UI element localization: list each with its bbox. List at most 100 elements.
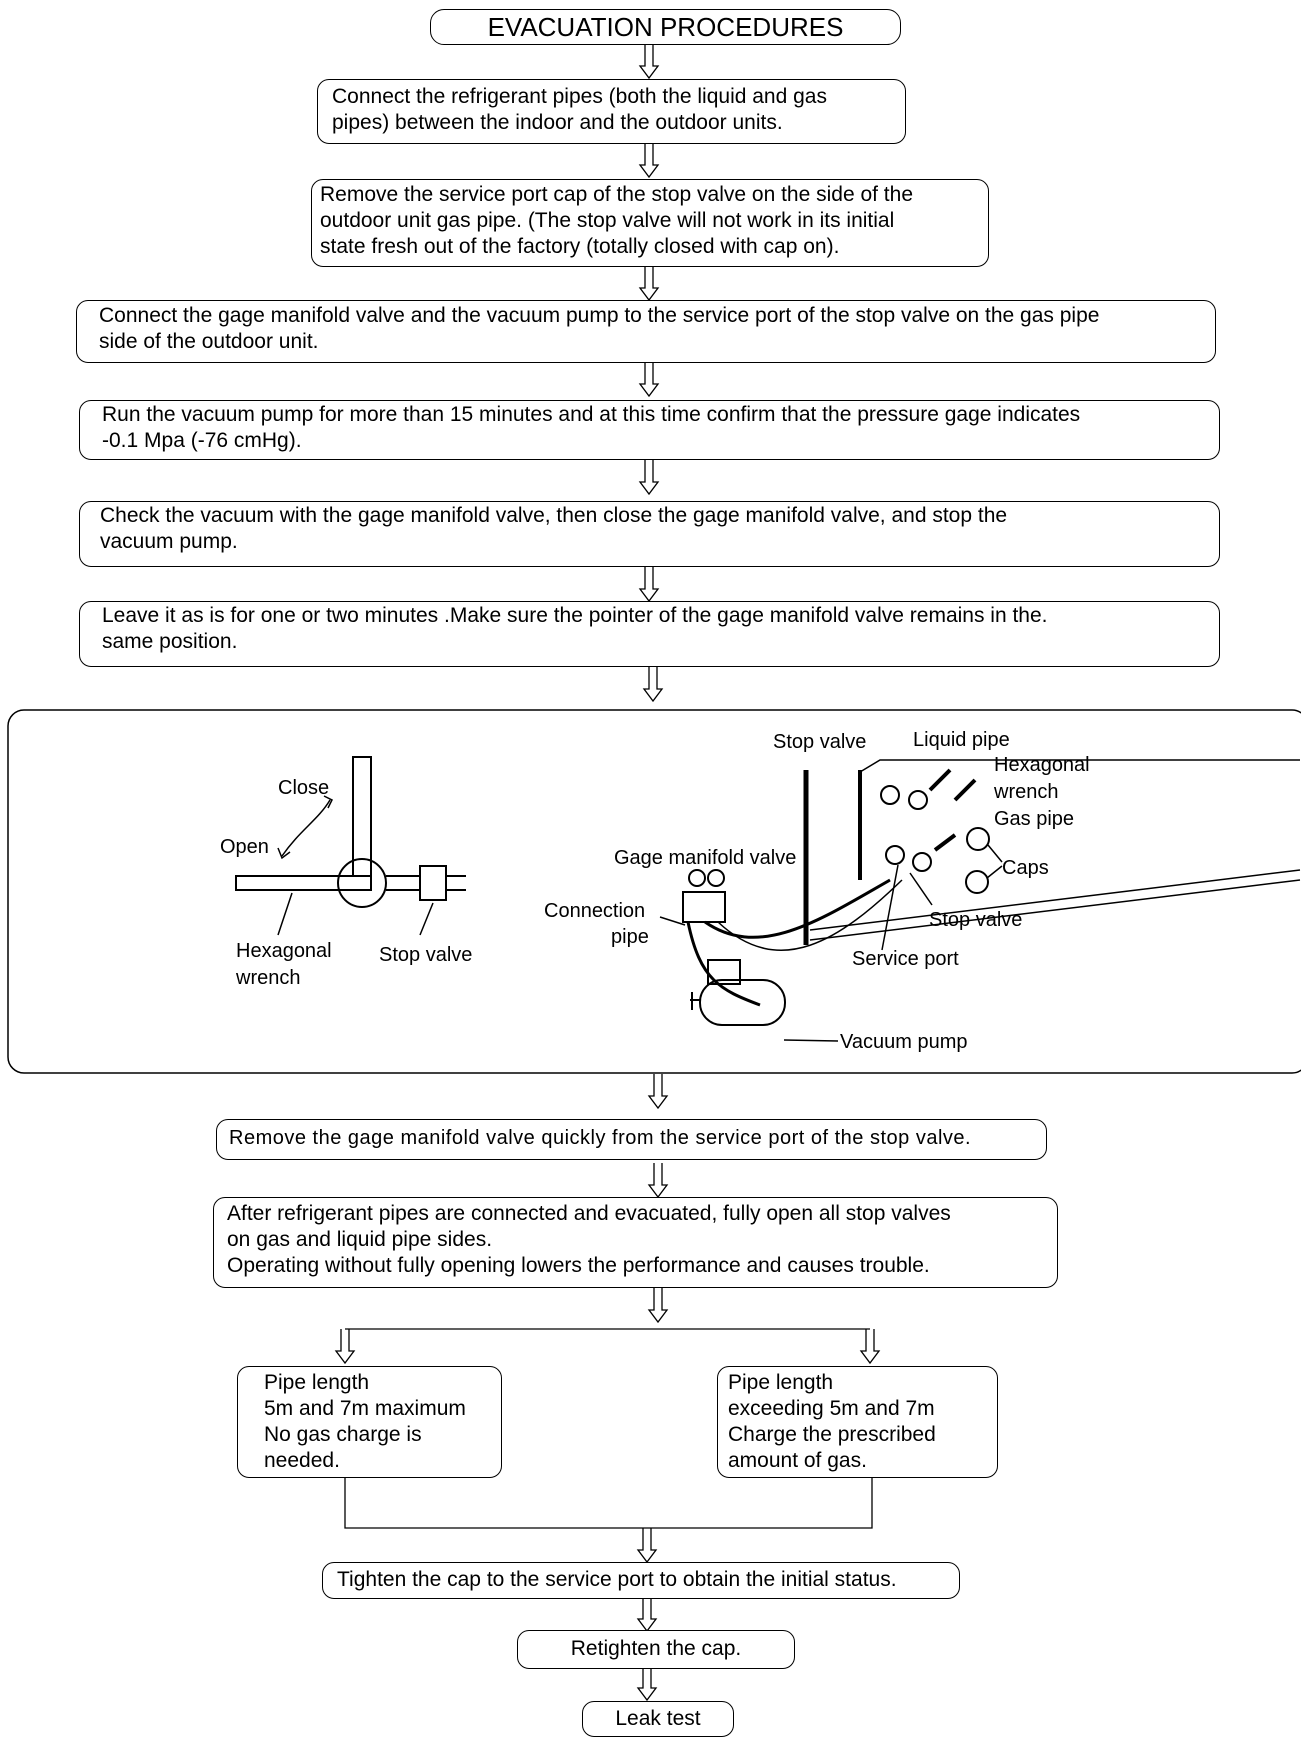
vacuum-setup-diagram [659,759,1301,1042]
vacuum-pump-leader [783,1039,839,1042]
gage-dial [688,869,706,887]
flow-arrow [860,1328,880,1364]
step-3-text: Connect the gage manifold valve and the … [99,304,1100,353]
label-liquid-pipe: Liquid pipe [913,729,1010,751]
cap-2 [965,870,989,894]
gas-pipe-stub [933,833,957,852]
label-stop-valve: Stop valve [379,944,472,966]
page-title: EVACUATION PROCEDURES [430,9,901,45]
step-1-box: Connect the refrigerant pipes (both the … [317,79,906,144]
branch-right-text: Pipe length exceeding 5m and 7m Charge t… [728,1371,936,1472]
step-4-box: Run the vacuum pump for more than 15 min… [79,400,1220,460]
label-stop-valve-top: Stop valve [773,731,866,753]
gage-dial [707,869,725,887]
label-caps: Caps [1002,857,1049,879]
label-gage-manifold: Gage manifold valve [614,847,796,869]
step-8-text: After refrigerant pipes are connected an… [227,1202,951,1277]
cap-1 [966,827,990,851]
valve-handle [352,756,372,888]
close-arrowhead [323,795,334,809]
final-step-3-box: Leak test [582,1701,734,1737]
valve-stem [386,875,420,891]
final-step-1-box: Tighten the cap to the service port to o… [322,1562,960,1599]
flow-arrow [643,666,663,702]
stop-valve-bottom-leader [909,872,933,906]
step-6-text: Leave it as is for one or two minutes .M… [102,604,1048,653]
label-hexagonal-wrench-1: Hexagonal [236,940,332,962]
step-4-text: Run the vacuum pump for more than 15 min… [102,403,1081,452]
branch-merge-line [344,1478,873,1529]
flow-arrow [639,265,659,301]
label-gas-pipe: Gas pipe [994,808,1074,830]
step-2-box: Remove the service port cap of the stop … [311,179,989,267]
valve-fitting [912,852,932,872]
valve-fitting [908,790,928,810]
step-6-box: Leave it as is for one or two minutes .M… [79,601,1220,667]
label-connection: Connection [544,900,645,922]
label-connection-pipe: pipe [611,926,649,948]
liquid-pipe-stub [928,768,952,792]
final-step-3-text: Leak test [615,1707,701,1730]
label-hexagonal-1: Hexagonal [994,754,1090,776]
valve-body-circle [337,858,387,908]
pump-base [690,992,700,1010]
branch-right-box: Pipe length exceeding 5m and 7m Charge t… [717,1366,998,1478]
flow-arrow [639,459,659,495]
label-close: Close [278,777,329,799]
step-5-box: Check the vacuum with the gage manifold … [79,501,1220,567]
branch-left-text: Pipe length 5m and 7m maximum No gas cha… [264,1371,466,1472]
flow-arrow [639,361,659,397]
flow-arrow [335,1328,355,1364]
step-1-text: Connect the refrigerant pipes (both the … [332,85,827,134]
connection-pipe-leader [659,916,686,926]
final-step-1-text: Tighten the cap to the service port to o… [337,1568,897,1591]
flow-arrow [637,1596,657,1632]
caps-leader [986,844,1003,879]
flow-arrow [639,43,659,79]
vacuum-pump-body [699,979,786,1026]
step-5-text: Check the vacuum with the gage manifold … [100,504,1008,553]
valve-fitting [880,785,900,805]
step-7-text: Remove the gage manifold valve quickly f… [229,1127,972,1149]
step-8-box: After refrigerant pipes are connected an… [213,1197,1058,1288]
open-arrowhead [277,847,291,860]
branch-left-box: Pipe length 5m and 7m maximum No gas cha… [237,1366,502,1478]
open-close-arc [281,799,331,857]
valve-fitting [885,845,905,865]
illustration-panel [7,709,1301,1074]
stop-valve-leader [419,902,434,936]
label-vacuum-pump: Vacuum pump [840,1031,967,1053]
gage-manifold-body [682,891,726,923]
valve-outlet [446,875,466,891]
final-step-2-box: Retighten the cap. [517,1630,795,1669]
label-service-port: Service port [852,948,959,970]
flow-arrow [639,142,659,178]
hose-to-service-port [704,878,891,939]
vacuum-pump-motor [707,959,741,985]
label-hexagonal-2: wrench [993,781,1058,803]
hose-to-pump [686,921,761,1007]
hose-to-service-port-2 [717,879,903,951]
service-port-leader [881,864,899,951]
wrench-leader [277,892,293,936]
step-7-box: Remove the gage manifold valve quickly f… [216,1119,1047,1160]
final-step-2-text: Retighten the cap. [570,1637,742,1660]
step-2-text: Remove the service port cap of the stop … [320,183,914,258]
flow-arrow [648,1162,668,1198]
flow-arrow [648,1073,668,1109]
label-stop-valve-bottom: Stop valve [929,909,1022,931]
step-3-box: Connect the gage manifold valve and the … [76,300,1216,363]
flow-arrow [648,1287,668,1323]
label-open: Open [220,836,269,858]
valve-diagram [235,756,466,936]
unit-top [859,759,1300,773]
flow-arrow [637,1527,657,1563]
hexagonal-wrench-rod [953,778,977,802]
wrench-bar [235,875,372,891]
flow-arrow [637,1665,657,1701]
flow-arrow [639,566,659,602]
unit-base [809,869,1301,941]
label-hexagonal-wrench-2: wrench [235,967,300,989]
valve-nut [419,865,447,901]
